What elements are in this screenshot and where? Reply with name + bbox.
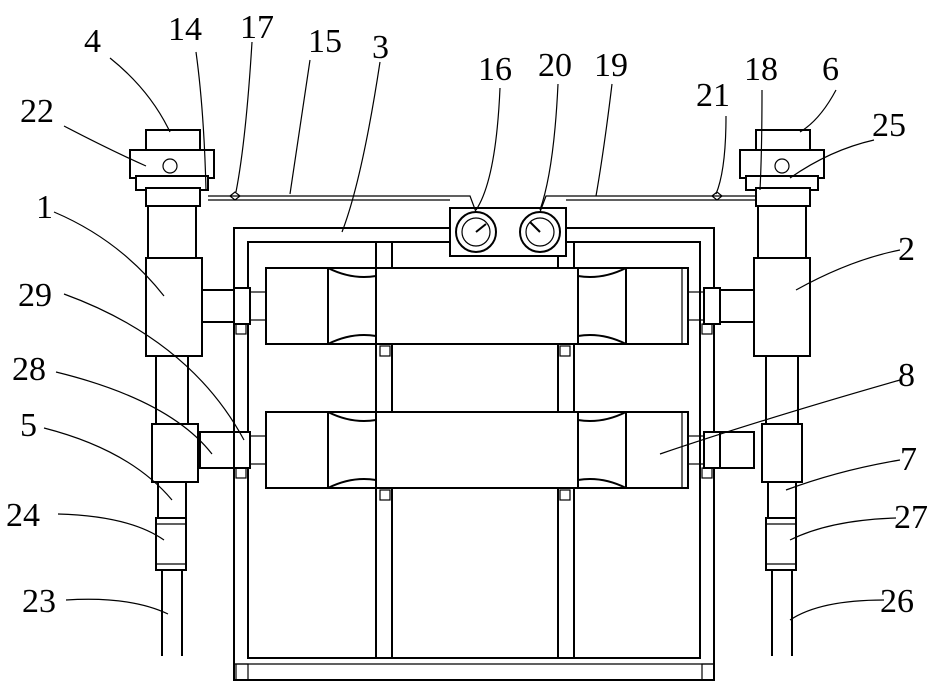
label-7: 7: [900, 441, 917, 478]
label-6: 6: [822, 51, 839, 88]
label-28: 28: [12, 351, 46, 388]
label-18: 18: [744, 51, 778, 88]
label-23: 23: [22, 583, 56, 620]
leader-lines: [43, 41, 901, 621]
column-body-1: [145, 257, 203, 357]
label-3: 3: [372, 29, 389, 66]
flange-22: [129, 149, 215, 179]
label-17: 17: [240, 9, 274, 46]
union-24: [155, 517, 187, 571]
right-column: [739, 129, 825, 656]
label-8: 8: [898, 357, 915, 394]
label-5: 5: [20, 407, 37, 444]
label-22: 22: [20, 93, 54, 130]
cap-6: [755, 129, 811, 153]
left-column: [129, 129, 215, 656]
gauge-assembly: [208, 191, 756, 257]
label-16: 16: [478, 51, 512, 88]
label-1: 1: [36, 189, 53, 226]
part-labels: 4 14 17 15 3 16 20 19 21 18 6 25 22 1 2 …: [6, 9, 928, 620]
label-25: 25: [872, 107, 906, 144]
label-19: 19: [594, 47, 628, 84]
membrane-module-upper: [265, 267, 689, 345]
label-4: 4: [84, 23, 101, 60]
label-21: 21: [696, 77, 730, 114]
label-15: 15: [308, 23, 342, 60]
label-29: 29: [18, 277, 52, 314]
label-14: 14: [168, 11, 202, 48]
frame-foot-left: [235, 663, 249, 681]
union-27: [765, 517, 797, 571]
column-body-2: [753, 257, 811, 357]
cap-4: [145, 129, 201, 153]
label-2: 2: [898, 231, 915, 268]
label-20: 20: [538, 47, 572, 84]
label-26: 26: [880, 583, 914, 620]
frame-foot-right: [701, 663, 715, 681]
label-27: 27: [894, 499, 928, 536]
membrane-module-lower: [265, 411, 689, 489]
label-24: 24: [6, 497, 40, 534]
tube-connectors: [199, 287, 755, 469]
